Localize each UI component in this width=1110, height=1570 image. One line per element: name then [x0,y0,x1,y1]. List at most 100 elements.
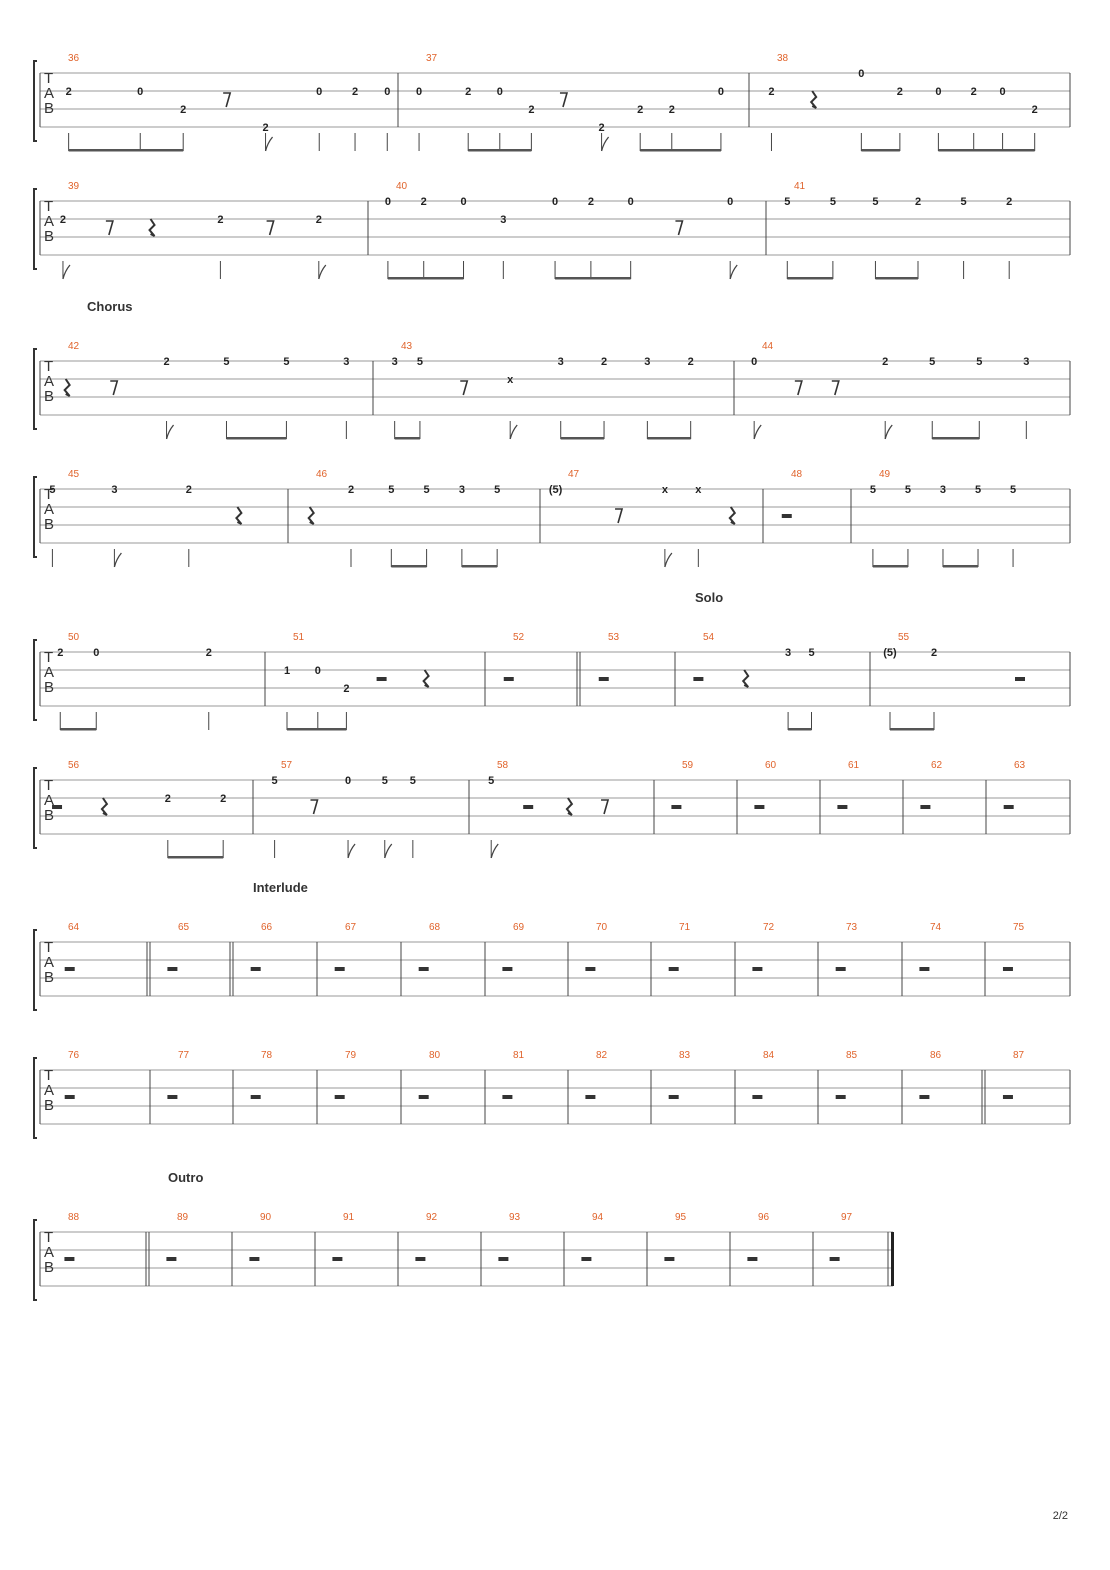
measure-number: 95 [675,1212,687,1223]
fret-number: 5 [830,196,836,208]
measure-number: 41 [794,181,806,192]
fret-number: 2 [163,356,169,368]
fret-number: x [507,374,514,386]
note-beam [287,728,347,731]
measure-number: 87 [1013,1050,1025,1061]
note-flag [490,843,499,859]
whole-rest [64,1257,75,1261]
note-beam [555,277,631,280]
tab-clef-letter: A [44,664,54,681]
fret-number: 2 [669,104,675,116]
measure-number: 53 [608,632,620,643]
fret-number: 2 [931,647,937,659]
note-beam [647,437,691,440]
fret-number: 5 [494,484,500,496]
note-beam [391,565,427,568]
whole-rest [829,1257,840,1261]
tab-clef-letter: B [44,516,54,533]
tab-clef-letter: B [44,1097,54,1114]
measure-number: 44 [762,341,774,352]
whole-rest [752,967,763,971]
measure-number: 48 [791,469,803,480]
section-label: Chorus [87,299,133,314]
fret-number: 0 [316,86,322,98]
fret-number: 0 [93,647,99,659]
measure-number: 96 [758,1212,770,1223]
fret-number: 2 [421,196,427,208]
quarter-rest [741,669,750,688]
whole-rest [334,967,345,971]
measure-number: 84 [763,1050,775,1061]
fret-number: 5 [49,484,55,496]
eighth-rest [615,508,624,524]
fret-number: 5 [488,775,494,787]
measure-number: 70 [596,922,608,933]
measure-number: 46 [316,469,328,480]
fret-number: 2 [206,647,212,659]
fret-number: 0 [552,196,558,208]
half-rest [693,677,704,681]
whole-rest [754,805,765,809]
note-beam [468,149,532,152]
fret-number: 0 [935,86,941,98]
fret-number: 5 [784,196,790,208]
fret-number: x [662,484,669,496]
note-beam [942,565,979,568]
measure-number: 58 [497,760,509,771]
measure-number: 65 [178,922,190,933]
fret-number: 2 [637,104,643,116]
half-rest [376,677,387,681]
system-bracket [33,639,37,721]
note-beam [60,728,97,731]
fret-number: 0 [384,86,390,98]
fret-number: 2 [1006,196,1012,208]
whole-rest [332,1257,343,1261]
whole-rest [581,1257,592,1261]
note-beam [560,437,605,440]
tab-clef-letter: B [44,969,54,986]
measure-number: 47 [568,469,580,480]
whole-rest [503,677,514,681]
measure-number: 71 [679,922,691,933]
measure-number: 88 [68,1212,80,1223]
measure-number: 43 [401,341,413,352]
system-bracket [33,929,37,1011]
fret-number: 0 [858,68,864,80]
fret-number: 2 [768,86,774,98]
whole-rest [920,805,931,809]
whole-rest [1003,805,1014,809]
note-beam [875,277,918,280]
fret-number: 2 [66,86,72,98]
eighth-rest [266,220,275,236]
note-beam [787,277,833,280]
whole-rest [585,967,596,971]
fret-number: 3 [343,356,349,368]
whole-rest [250,967,261,971]
whole-rest [502,967,513,971]
note-beam [640,149,721,152]
tab-clef-letter: B [44,228,54,245]
eighth-rest [223,92,232,108]
fret-number: 2 [897,86,903,98]
whole-rest [64,967,75,971]
tab-clef-letter: A [44,1244,54,1261]
measure-number: 50 [68,632,80,643]
fret-number: 3 [500,214,506,226]
fret-number: 2 [217,214,223,226]
note-beam [226,437,287,440]
measure-number: 59 [682,760,694,771]
measure-number: 79 [345,1050,357,1061]
system-bracket [33,60,37,142]
measure-number: 42 [68,341,80,352]
fret-number: 3 [644,356,650,368]
note-beam [932,437,980,440]
fret-number: 0 [718,86,724,98]
note-flag [664,552,673,568]
half-rest [523,805,534,809]
whole-rest [64,1095,75,1099]
quarter-rest [728,506,737,525]
fret-number: 3 [785,647,791,659]
note-flag [347,843,356,859]
tab-clef-letter: T [44,777,53,794]
eighth-rest [105,220,114,236]
